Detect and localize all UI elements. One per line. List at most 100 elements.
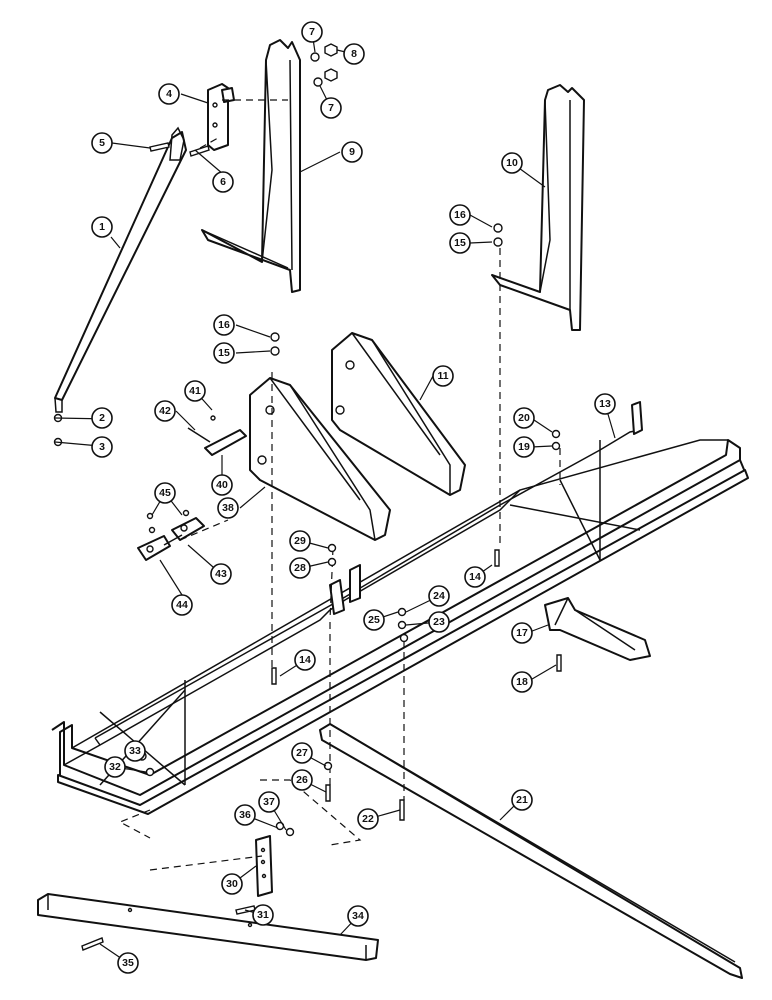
callout-9: 9: [341, 141, 363, 163]
callout-circle: [291, 742, 313, 764]
callout-17: 17: [511, 622, 533, 644]
callout-number: 42: [159, 405, 171, 417]
triangular-bracket-11: [331, 332, 466, 496]
callout-circle: [363, 609, 385, 631]
callout-circle: [124, 740, 146, 762]
callout-circle: [184, 380, 206, 402]
callout-number: 14: [299, 654, 311, 666]
callout-32: 32: [104, 756, 126, 778]
callout-circle: [154, 400, 176, 422]
callout-44: 44: [171, 594, 193, 616]
hitch-plates: [137, 509, 205, 561]
callout-number: 41: [189, 385, 201, 397]
callout-35: 35: [117, 952, 139, 974]
callout-6: 6: [212, 171, 234, 193]
pin-assembly: [187, 415, 247, 456]
callout-1: 1: [91, 216, 113, 238]
callout-labels: 1234567879101615161511414240384543441320…: [91, 21, 616, 974]
callout-number: 10: [506, 157, 518, 169]
callout-number: 1: [99, 221, 105, 233]
callout-circle: [513, 436, 535, 458]
callout-26: 26: [291, 769, 313, 791]
hardware: [53, 43, 562, 951]
callout-circle: [511, 789, 533, 811]
callout-34: 34: [347, 905, 369, 927]
callout-28: 28: [289, 557, 311, 579]
callout-23: 23: [428, 611, 450, 633]
callout-number: 26: [296, 774, 308, 786]
callout-number: 7: [328, 102, 334, 114]
callout-14: 14: [464, 566, 486, 588]
callout-circle: [594, 393, 616, 415]
support-rod: [54, 126, 187, 413]
callout-14: 14: [294, 649, 316, 671]
callout-number: 14: [469, 571, 481, 583]
callout-circle: [294, 649, 316, 671]
callout-number: 16: [454, 209, 466, 221]
strap-plate: [255, 835, 273, 897]
callout-15: 15: [213, 342, 235, 364]
callout-number: 2: [99, 412, 105, 424]
callout-20: 20: [513, 407, 535, 429]
callout-30: 30: [221, 873, 243, 895]
callout-circle: [449, 204, 471, 226]
callout-number: 9: [349, 146, 355, 158]
callout-circle: [212, 171, 234, 193]
callout-24: 24: [428, 585, 450, 607]
callout-number: 28: [294, 562, 306, 574]
callout-circle: [258, 791, 280, 813]
callout-15: 15: [449, 232, 471, 254]
alignment-lines: [149, 99, 561, 871]
callout-circle: [320, 97, 342, 119]
callout-41: 41: [184, 380, 206, 402]
callout-circle: [210, 563, 232, 585]
callout-8: 8: [343, 43, 365, 65]
callout-circle: [91, 216, 113, 238]
callout-circle: [428, 585, 450, 607]
callout-number: 24: [433, 590, 445, 602]
callout-circle: [432, 365, 454, 387]
callout-circle: [91, 407, 113, 429]
callout-circle: [213, 342, 235, 364]
callout-27: 27: [291, 742, 313, 764]
callout-29: 29: [289, 530, 311, 552]
callout-number: 40: [216, 479, 228, 491]
callout-number: 23: [433, 616, 445, 628]
callout-circle: [117, 952, 139, 974]
callout-number: 22: [362, 813, 374, 825]
callout-number: 4: [166, 88, 172, 100]
callout-number: 36: [239, 809, 251, 821]
callout-3: 3: [91, 436, 113, 458]
callout-circle: [91, 436, 113, 458]
callout-circle: [343, 43, 365, 65]
callout-number: 38: [222, 502, 234, 514]
callout-circle: [104, 756, 126, 778]
triangular-bracket-38: [249, 377, 391, 541]
short-bar: [37, 893, 379, 961]
callout-circle: [171, 594, 193, 616]
callout-circle: [341, 141, 363, 163]
callout-36: 36: [234, 804, 256, 826]
callout-circle: [357, 808, 379, 830]
callout-33: 33: [124, 740, 146, 762]
callout-number: 33: [129, 745, 141, 757]
group-outline: [118, 779, 362, 846]
callout-number: 3: [99, 441, 105, 453]
callout-25: 25: [363, 609, 385, 631]
callout-number: 30: [226, 878, 238, 890]
callout-circle: [428, 611, 450, 633]
callout-circle: [449, 232, 471, 254]
callout-37: 37: [258, 791, 280, 813]
callout-number: 37: [263, 796, 275, 808]
callout-40: 40: [211, 474, 233, 496]
callout-45: 45: [154, 482, 176, 504]
callout-number: 7: [309, 26, 315, 38]
callout-circle: [154, 482, 176, 504]
callout-19: 19: [513, 436, 535, 458]
callout-circle: [289, 557, 311, 579]
callout-number: 5: [99, 137, 105, 149]
callout-number: 15: [454, 237, 466, 249]
callout-circle: [464, 566, 486, 588]
callout-5: 5: [91, 132, 113, 154]
callout-circle: [511, 671, 533, 693]
